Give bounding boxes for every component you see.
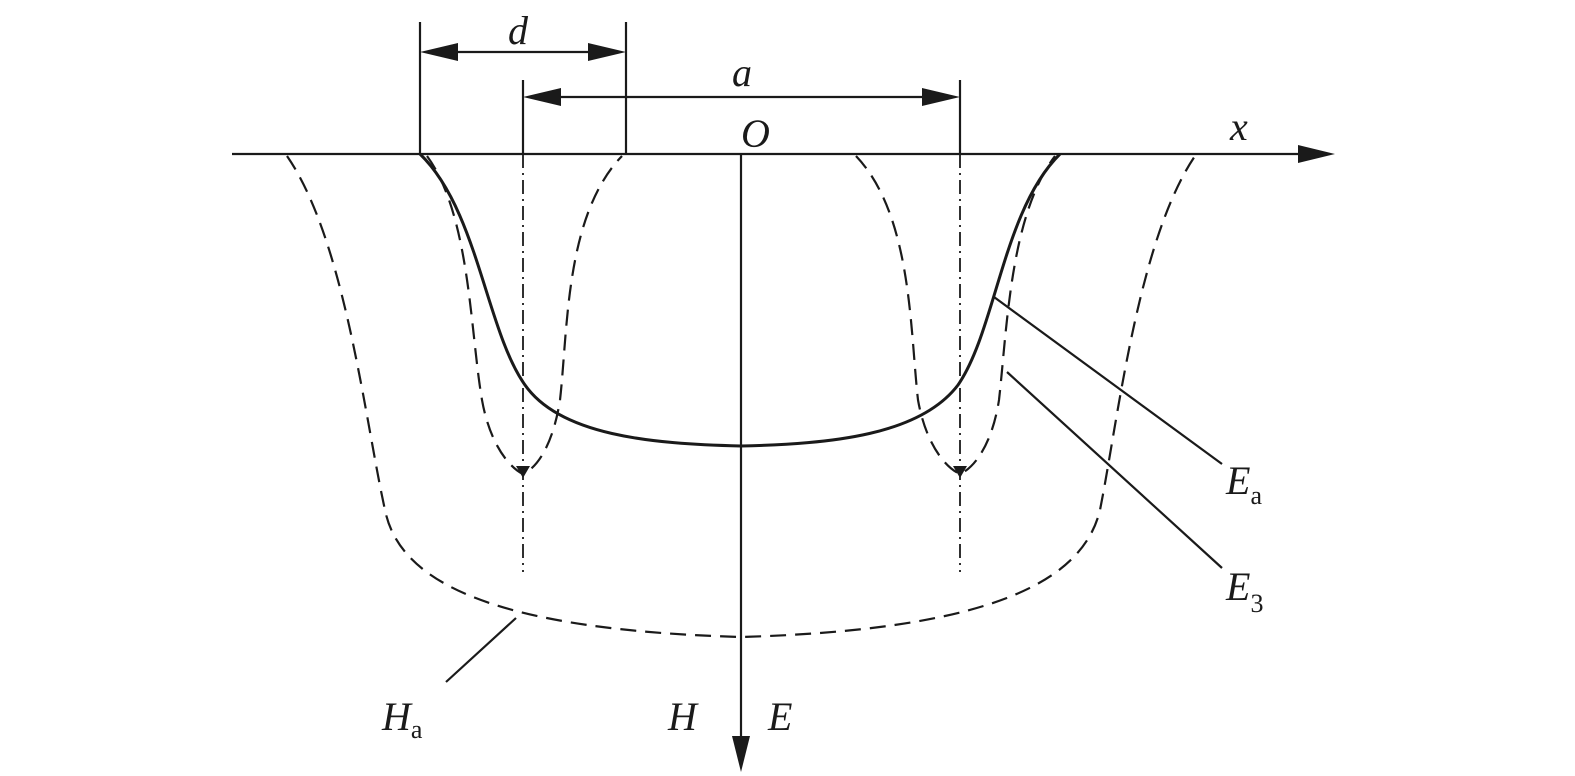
- label-H-a-main: H: [381, 694, 413, 739]
- leader-H-a: [445, 617, 517, 683]
- label-H: H: [667, 694, 699, 739]
- leader-E-a: [993, 296, 1223, 465]
- label-E-3-main: E: [1225, 564, 1250, 609]
- label-a: a: [732, 50, 752, 95]
- label-d: d: [508, 8, 529, 53]
- label-H-a-sub: a: [411, 715, 423, 744]
- label-E-3-sub: 3: [1250, 589, 1263, 618]
- dimension-d-left-arrowhead: [420, 43, 458, 61]
- curve-E-a: [418, 152, 1062, 448]
- dimension-a-right-arrowhead: [922, 88, 960, 106]
- label-E-a-sub: a: [1250, 481, 1262, 510]
- label-E-3: E3: [1225, 564, 1263, 618]
- label-E-a-main: E: [1225, 458, 1250, 503]
- x-axis-arrowhead: [1298, 145, 1335, 163]
- label-E: E: [767, 694, 792, 739]
- vertical-axis-arrowhead: [732, 736, 750, 772]
- label-O: O: [741, 111, 770, 156]
- dimension-a-left-arrowhead: [523, 88, 561, 106]
- curve-E-3-left-lobe: [426, 155, 623, 476]
- curve-H-a: [286, 155, 1196, 639]
- label-x: x: [1229, 104, 1248, 149]
- right-lobe-arrowhead: [953, 466, 967, 478]
- label-H-a: Ha: [381, 694, 423, 744]
- label-E-a: Ea: [1225, 458, 1262, 510]
- leader-E-3: [1006, 371, 1223, 569]
- left-lobe-arrowhead: [516, 466, 530, 478]
- dimension-d-right-arrowhead: [588, 43, 626, 61]
